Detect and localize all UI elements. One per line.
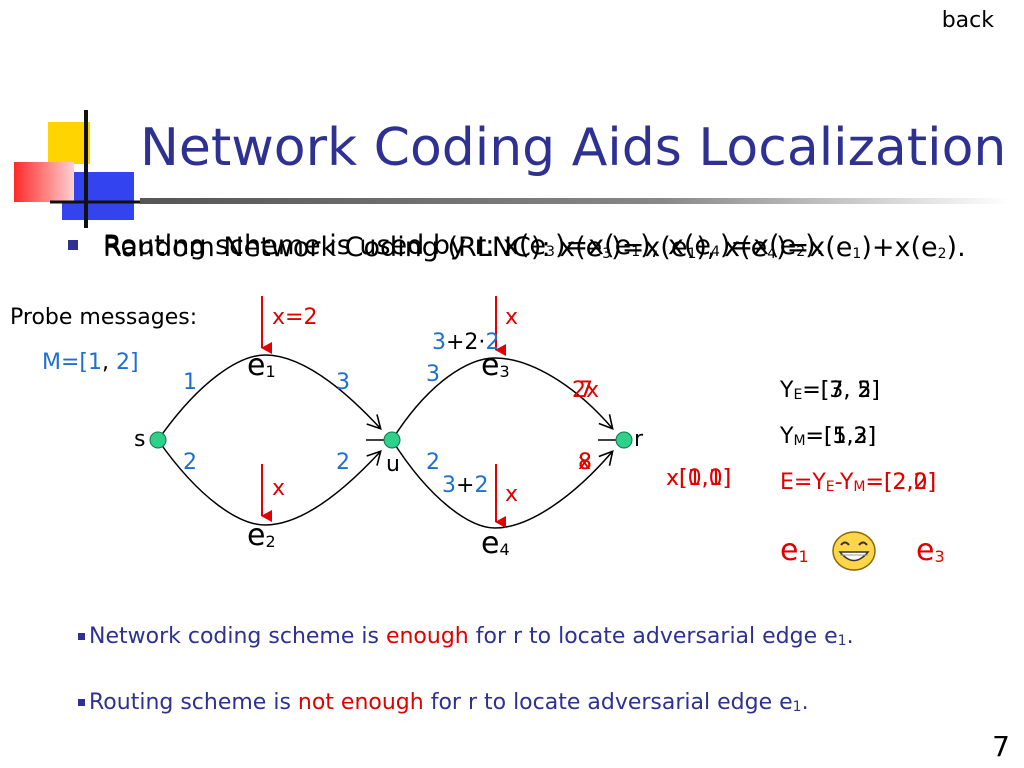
routing-scheme-line: Routing scheme is used by r: x(e3)=x(e1)…	[103, 230, 825, 261]
injection-e4-label: x	[505, 482, 519, 507]
error-equation: E=YE-YM=[2,0]=[2,2]	[780, 470, 937, 495]
node-s-label: s	[134, 427, 146, 452]
edge-u-e4-r	[391, 439, 614, 529]
edge-e3-label: e3	[481, 348, 510, 383]
edge-e4-label: e4	[481, 526, 510, 561]
page-number: 7	[992, 730, 1010, 763]
node-r	[615, 431, 633, 449]
suspect-edge-e3: e3	[916, 533, 945, 568]
coef-e1-u: 3	[336, 370, 350, 395]
coef-s-e2: 2	[183, 450, 197, 475]
conclusion-network-coding: Network coding scheme is enough for r to…	[78, 624, 854, 649]
coding-scheme-line: Random Network Coding (RLNC): x(e3)=x(e1…	[103, 232, 966, 263]
node-u	[383, 431, 401, 449]
suspect-edge-e1: e1	[780, 533, 809, 568]
node-s	[149, 431, 167, 449]
coef-s-e1: 1	[183, 370, 197, 395]
title-divider	[140, 198, 1010, 204]
injection-e1-label: x=2	[272, 305, 318, 330]
edge-s-e2-u	[157, 439, 382, 526]
e4-combination: 3+2	[442, 473, 489, 498]
ym-equation: YM=[1,2]=[5,3]	[780, 424, 877, 449]
back-link[interactable]: back	[941, 8, 994, 33]
probe-vector: M=[1, 2]	[42, 350, 139, 375]
e3-combination: 3+2·2	[432, 330, 500, 355]
injection-e2-label: x	[272, 476, 286, 501]
conclusion-routing: Routing scheme is not enough for r to lo…	[78, 690, 809, 715]
ye-equation: YE=[7, 5]=[3, 2]	[780, 378, 880, 403]
edge-s-e1-u	[157, 354, 382, 441]
bullet-marker	[68, 240, 78, 250]
coef-u-e3: 3	[426, 362, 440, 387]
node-u-label: u	[386, 452, 400, 477]
node-r-label: r	[634, 427, 644, 452]
edge-e1-label: e1	[247, 348, 276, 383]
grinning-face-icon	[832, 531, 876, 571]
coef-u-e4: 2	[426, 450, 440, 475]
injection-e3-label: x	[505, 305, 519, 330]
coef-e2-u: 2	[336, 450, 350, 475]
logo-graphic	[14, 110, 140, 228]
bullet-marker	[78, 699, 85, 706]
page-title: Network Coding Aids Localization	[140, 118, 1007, 178]
bullet-marker	[78, 633, 85, 640]
edge-u-e3-r	[391, 357, 614, 441]
probe-messages-label: Probe messages:	[10, 305, 198, 330]
edge-e2-label: e2	[247, 518, 276, 553]
